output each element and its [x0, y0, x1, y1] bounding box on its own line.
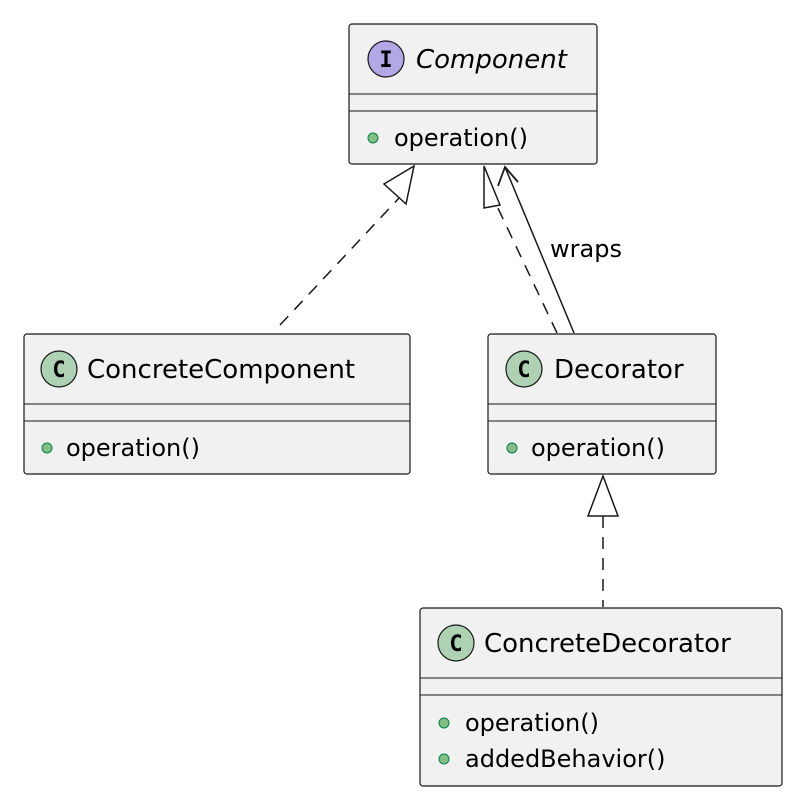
class-name: ConcreteComponent: [87, 355, 355, 385]
edge-line: [504, 166, 575, 334]
stereotype-letter: C: [517, 358, 530, 383]
class-box-decorator[interactable]: C Decorator operation(): [487, 333, 717, 475]
method-addedbehavior: addedBehavior(): [465, 745, 665, 773]
public-visibility-icon: [367, 132, 379, 144]
method-operation: operation(): [465, 709, 599, 737]
hollow-triangle-arrowhead-icon: [382, 164, 416, 206]
class-name: ConcreteDecorator: [484, 629, 731, 659]
edge-label-wraps: wraps: [550, 235, 622, 263]
class-stereotype-icon: [437, 624, 475, 662]
hollow-triangle-arrowhead-icon: [483, 165, 502, 209]
class-box-component[interactable]: I Component operation(): [348, 23, 598, 165]
edge-decorator-realizes-component: [483, 165, 558, 334]
public-visibility-icon: [506, 442, 518, 454]
class-stereotype-icon: [505, 350, 543, 388]
edge-line: [495, 203, 558, 334]
public-visibility-icon: [438, 753, 450, 765]
open-arrowhead-icon: [497, 165, 519, 187]
class-name: Decorator: [554, 355, 684, 385]
method-operation: operation(): [394, 124, 528, 152]
interface-stereotype-icon: [367, 40, 405, 78]
stereotype-letter: C: [449, 632, 462, 657]
edge-concretedecorator-extends-decorator: [586, 473, 620, 607]
class-box-concretedecorator[interactable]: C ConcreteDecorator operation() addedBeh…: [419, 607, 783, 787]
class-box-frame: [419, 607, 783, 787]
stereotype-letter: I: [379, 48, 392, 73]
class-box-concretecomponent[interactable]: C ConcreteComponent operation(): [23, 333, 411, 475]
edge-line: [279, 196, 401, 326]
class-name: Component: [416, 45, 568, 75]
edge-decorator-wraps-component: wraps: [497, 165, 622, 334]
public-visibility-icon: [438, 717, 450, 729]
public-visibility-icon: [41, 442, 53, 454]
hollow-triangle-arrowhead-icon: [586, 473, 620, 517]
stereotype-letter: C: [52, 358, 65, 383]
method-operation: operation(): [66, 434, 200, 462]
method-operation: operation(): [531, 434, 665, 462]
edge-concretecomponent-realizes-component: [279, 164, 416, 326]
class-stereotype-icon: [40, 350, 78, 388]
